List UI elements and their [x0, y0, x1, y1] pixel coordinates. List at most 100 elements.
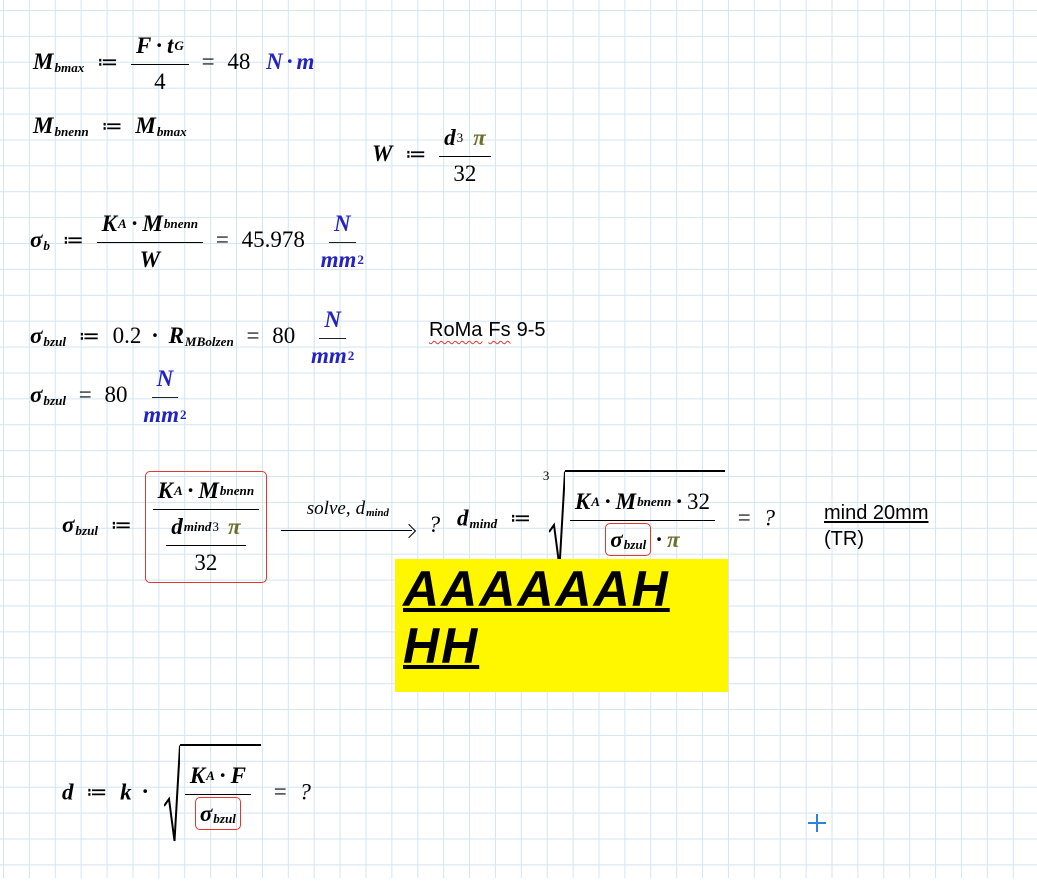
result-placeholder: ?	[428, 512, 441, 538]
var: M	[33, 49, 54, 75]
frac-den: 32	[453, 157, 476, 189]
equation-mbnenn[interactable]: Mbnenn ≔ Mbmax	[33, 111, 187, 141]
text-note-mind[interactable]: mind 20mm (TR)	[824, 500, 928, 552]
var-sub: mind	[183, 519, 212, 535]
highlight-text-line: HH	[403, 618, 480, 674]
frac-den: σbzul	[194, 795, 241, 831]
assign-operator: ≔	[97, 49, 119, 75]
var-sub: bnenn	[163, 216, 199, 232]
var: d	[444, 125, 456, 150]
unit-symbol: mm	[310, 342, 347, 368]
var-sub: A	[591, 494, 600, 510]
error-box[interactable]: σbzul	[605, 522, 652, 557]
highlighted-text-region[interactable]: AAAAAAH HH	[395, 559, 728, 692]
exponent: 2	[180, 407, 187, 423]
multiply-dot: ·	[655, 526, 663, 552]
var-sub: MBolzen	[184, 333, 234, 349]
var-sub: bmax	[156, 123, 187, 139]
assign-operator: ≔	[78, 323, 100, 349]
equals-operator: =	[273, 779, 287, 805]
equals-operator: =	[246, 323, 260, 349]
unit-symbol: m	[296, 49, 315, 75]
frac-den: 32	[194, 546, 217, 578]
solve-operator: solve,dmind	[280, 497, 415, 537]
number: 0.2	[112, 323, 142, 349]
var-sub: bzul	[623, 537, 647, 553]
unit-num: N	[319, 305, 346, 339]
exponent: 3	[456, 130, 464, 146]
var-sub: bnenn	[637, 494, 672, 510]
var: F	[230, 762, 246, 788]
note-text: 9-5	[516, 319, 546, 341]
var-sub: bzul	[75, 522, 98, 538]
result-unit: N·m	[266, 49, 314, 74]
highlight-text-line: AAAAAAH	[403, 561, 670, 617]
result-value: 45.978	[241, 227, 305, 253]
var: R	[168, 323, 184, 349]
var-sub: mind	[469, 515, 498, 531]
var: M	[198, 478, 219, 503]
misspelled-word: RoMa	[429, 319, 483, 341]
var-sub: bnenn	[54, 123, 89, 139]
var: K	[574, 488, 591, 514]
assign-operator: ≔	[62, 227, 84, 253]
unit-symbol: N	[156, 366, 174, 391]
note-line: (TR)	[824, 528, 864, 550]
var-sub: G	[174, 38, 184, 54]
unit-num: N	[151, 364, 179, 398]
equals-operator: =	[737, 505, 751, 531]
result-placeholder: ?	[763, 505, 775, 531]
var: t	[167, 33, 174, 58]
var: F	[135, 33, 152, 58]
page-margin-bottom	[0, 878, 1037, 893]
multiply-dot: ·	[675, 488, 683, 514]
comma: ,	[345, 498, 351, 519]
error-box[interactable]: σbzul	[194, 796, 241, 831]
misspelled-word: Fs	[488, 319, 511, 341]
equals-operator: =	[78, 382, 92, 408]
multiply-dot: ·	[141, 779, 150, 805]
number: 32	[194, 549, 218, 575]
var: d	[171, 513, 183, 539]
var: M	[615, 488, 637, 514]
var-sub: A	[206, 768, 215, 784]
var: K	[101, 211, 117, 236]
var: σ	[62, 512, 75, 538]
solve-arrow	[280, 525, 415, 537]
var-sub: b	[43, 237, 50, 253]
var: K	[157, 478, 173, 503]
root-index: 3	[542, 468, 550, 483]
multiply-dot: ·	[218, 762, 227, 788]
multiply-dot: ·	[603, 488, 612, 514]
number: 32	[453, 160, 477, 186]
pi-symbol: π	[666, 526, 680, 552]
